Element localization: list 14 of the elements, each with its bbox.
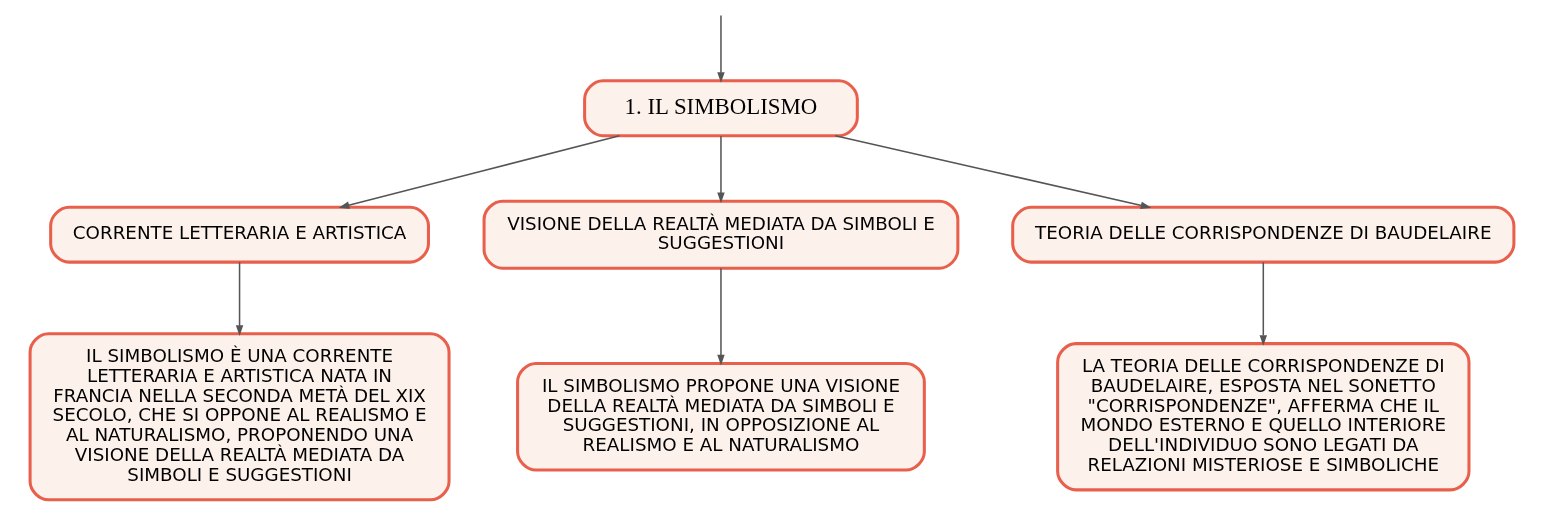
arrow <box>1259 261 1267 346</box>
node-box: IL SIMBOLISMO PROPONE UNA VISIONE DELLA REALTÀ MEDIATA DA SIMBOLI E SUGGESTIONI, IN OPPOSIZIONE AL REALISMO E AL NATURALISMO <box>515 361 926 472</box>
arrow <box>716 135 725 204</box>
arrow <box>834 135 1151 209</box>
arrow <box>235 261 243 336</box>
arrow <box>716 14 725 83</box>
node-box: VISIONE DELLA REALTÀ MEDIATA DA SIMBOLI E SUGGESTIONI <box>482 199 959 270</box>
node-box: TEORIA DELLE CORRISPONDENZE DI BAUDELAIRE <box>1010 205 1515 264</box>
node-box: CORRENTE LETTERARIA E ARTISTICA <box>48 205 430 264</box>
node-box: IL SIMBOLISMO È UNA CORRENTE LETTERARIA E ARTISTICA NATA IN FRANCIA NELLA SECONDA METÀ DEL XIX SECOLO, CHE SI OPPONE AL REALISMO E AL NATURALISMO, PROPONENDO UNA VISIONE DELLA REALTÀ MEDIATA DA SIMBOLI E SUGGESTIONI <box>28 332 451 502</box>
node-box: LA TEORIA DELLE CORRISPONDENZE DI BAUDELAIRE, ESPOSTA NEL SONETTO "CORRISPONDENZE", AFFERMA CHE IL MONDO ESTERNO E QUELLO INTERIORE DELL'INDIVIDUO SONO LEGATI DA RELAZIONI MISTERIOSE E SIMBOLICHE <box>1055 342 1470 492</box>
arrow <box>338 135 620 209</box>
arrow <box>716 267 725 366</box>
node-box: 1. IL SIMBOLISMO <box>582 79 859 138</box>
